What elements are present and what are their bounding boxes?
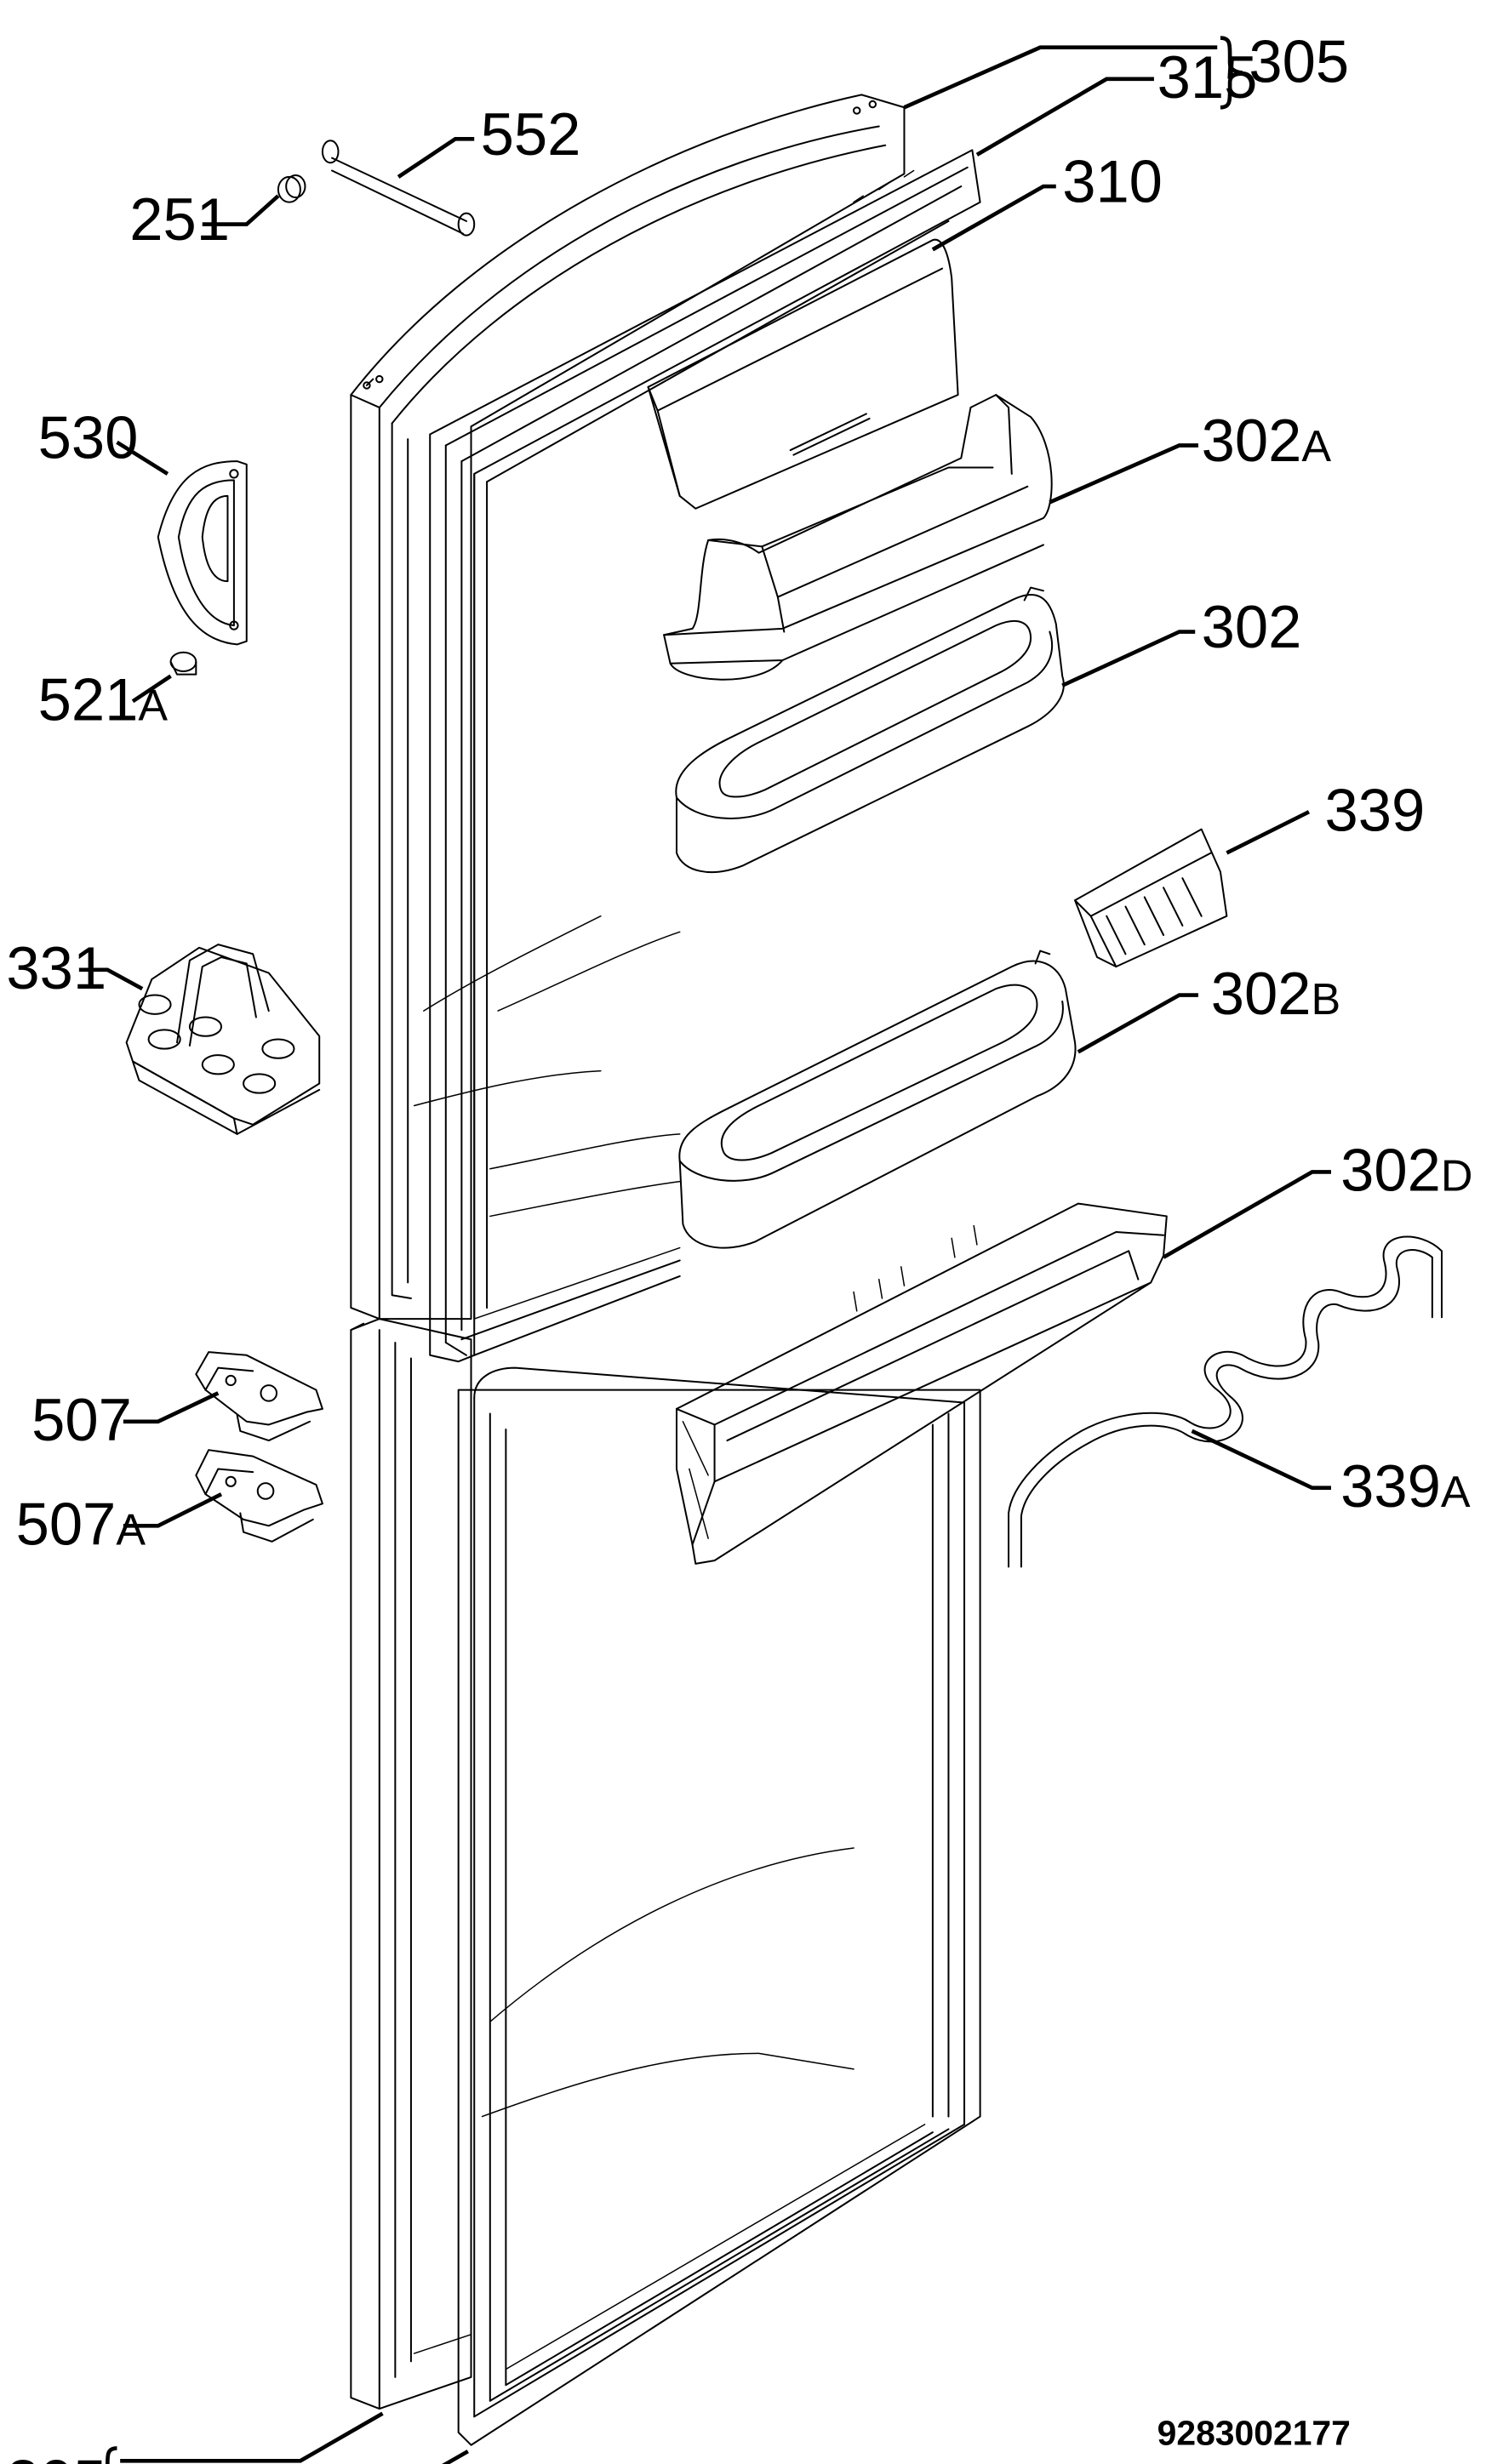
lower-hinge-507a [196,1450,323,1542]
label-302b: 302B [1211,960,1340,1027]
leader-302d [1162,1170,1331,1259]
label-331: 331 [6,934,106,1001]
label-305: 305 [1249,28,1349,95]
leader-lines [78,36,1331,2464]
label-339a: 339A [1340,1452,1471,1520]
label-339: 339 [1325,776,1426,843]
label-315a: 315A [127,2457,257,2464]
label-305a: 305A [6,2448,136,2464]
document-number: 9283002177 [1157,2414,1351,2453]
door-shelf-302b [679,951,1075,1248]
label-507: 507 [31,1386,132,1453]
dairy-compartment-flap [649,240,958,509]
leader-305 [903,45,1218,110]
egg-tray [127,944,320,1134]
label-507a: 507A [16,1491,146,1558]
leader-339a [1191,1429,1331,1491]
lower-hinge-507 [196,1352,323,1440]
label-310: 310 [1062,148,1163,215]
leader-521a [131,674,172,704]
leader-305a [120,2411,384,2463]
leader-315 [975,77,1154,157]
leader-507 [123,1391,220,1424]
label-251: 251 [129,185,230,253]
leader-331 [78,967,144,991]
leader-552 [397,137,475,179]
door-bin-302d [677,1204,1167,1564]
leader-251 [202,194,280,226]
leader-507a [123,1492,223,1528]
upper-door-panel [351,94,904,1319]
leader-339 [1226,810,1311,855]
handle-plug [171,653,197,675]
leader-310 [931,184,1056,252]
label-302: 302 [1202,593,1302,660]
hinge-pin [323,140,474,235]
part-labels: 305 315 310 552 251 530 521A 302A 302 33… [6,28,1472,2464]
brace-305a-group [105,2446,117,2464]
label-521a: 521A [38,666,169,733]
lower-door-panel [351,1319,471,2409]
label-302d: 302D [1340,1137,1472,1204]
label-552: 552 [481,100,581,168]
small-divider-rack [1075,830,1226,967]
label-530: 530 [38,403,139,471]
label-302a: 302A [1202,407,1332,474]
leader-302b [1077,993,1198,1054]
door-handle [158,461,247,644]
leader-302a [1049,443,1198,505]
door-shelf-302 [676,588,1064,872]
label-315: 315 [1157,43,1258,111]
hinge-cap [278,175,306,202]
door-shelf-302a [664,395,1052,680]
leader-302 [1061,630,1196,687]
wire-guard-bar [1009,1237,1442,1567]
leader-530 [116,440,169,476]
brace-305-group [1220,36,1243,110]
upper-door-gasket [430,150,980,1361]
lower-door-gasket [459,1368,980,2445]
